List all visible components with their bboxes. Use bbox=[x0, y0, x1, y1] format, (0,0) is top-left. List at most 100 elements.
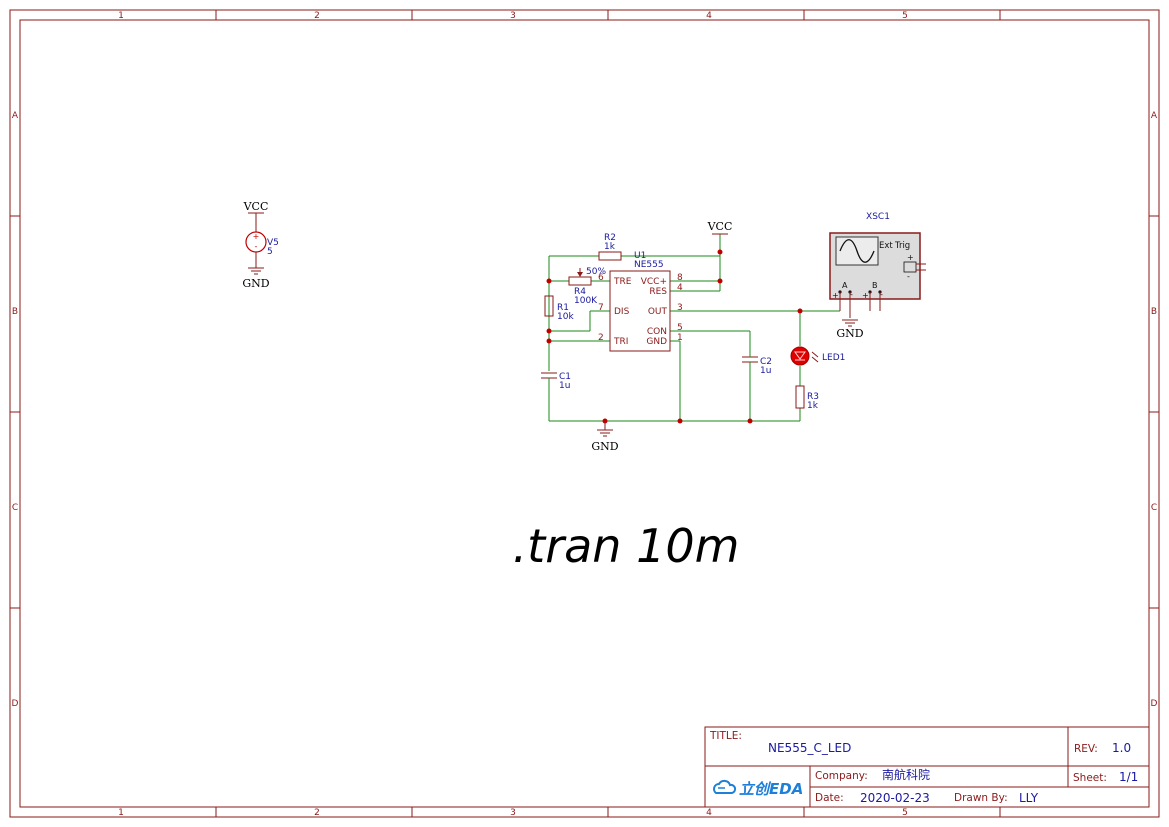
title-value: NE555_C_LED bbox=[768, 741, 851, 755]
column-label-top: 3 bbox=[510, 11, 516, 21]
wires bbox=[548, 234, 851, 422]
c1-ref: C1 bbox=[559, 372, 571, 382]
c2-capacitor[interactable]: C2 1u bbox=[742, 354, 772, 376]
pin-name-out: OUT bbox=[648, 307, 668, 317]
r3-resistor[interactable]: R3 1k bbox=[795, 385, 819, 411]
wiper-arrow-icon bbox=[577, 272, 583, 277]
junction-dot bbox=[717, 278, 723, 284]
row-label-left: D bbox=[12, 699, 19, 709]
xsc1-oscilloscope[interactable]: XSC1 Ext Trig + - A B + - + - GND bbox=[829, 212, 926, 340]
gnd-net-label: GND bbox=[836, 327, 863, 340]
pin-name-tri: TRI bbox=[613, 337, 628, 347]
row-label-right: A bbox=[1151, 111, 1158, 121]
u1-ref: U1 bbox=[634, 251, 646, 261]
svg-text:+: + bbox=[253, 232, 260, 241]
c1-capacitor[interactable]: C1 1u bbox=[541, 371, 571, 421]
column-ticks bbox=[215, 10, 1001, 817]
sheet-label: Sheet: bbox=[1073, 772, 1107, 784]
column-label-top: 4 bbox=[706, 11, 712, 21]
vcc-power-port: VCC bbox=[707, 220, 733, 235]
column-label-top: 2 bbox=[314, 11, 320, 21]
c2-ref: C2 bbox=[760, 357, 772, 367]
r4-ref: R4 bbox=[574, 287, 586, 297]
row-label-right: B bbox=[1151, 307, 1157, 317]
vcc-net-label: VCC bbox=[243, 200, 269, 213]
row-ticks bbox=[10, 215, 1159, 609]
xsc1-ref: XSC1 bbox=[866, 212, 890, 222]
led-icon bbox=[790, 346, 810, 366]
row-label-left: A bbox=[12, 111, 19, 121]
resistor-body-icon bbox=[795, 385, 805, 409]
gnd-power-port: GND bbox=[591, 421, 619, 453]
r2-resistor[interactable]: R2 1k bbox=[598, 233, 622, 261]
resistor-body-icon bbox=[598, 251, 622, 261]
row-labels: A B C D A B C D bbox=[12, 111, 1158, 709]
svg-text:-: - bbox=[880, 290, 883, 299]
c1-value: 1u bbox=[559, 381, 570, 391]
column-label-top: 5 bbox=[902, 11, 908, 21]
u1-ne555-timer[interactable]: U1 NE555 TRE DIS TRI VCC+ RES OUT CON GN… bbox=[598, 251, 683, 352]
r4-wiper-position: 50% bbox=[586, 267, 606, 277]
row-label-left: B bbox=[12, 307, 18, 317]
pin-num-gnd: 1 bbox=[677, 333, 683, 343]
r3-ref: R3 bbox=[807, 392, 819, 402]
column-label-bottom: 4 bbox=[706, 808, 712, 818]
junction-dot bbox=[546, 328, 552, 334]
pin-name-gnd: GND bbox=[646, 337, 667, 347]
channel-b-label: B bbox=[872, 281, 878, 290]
drawn-by-label: Drawn By: bbox=[954, 792, 1008, 804]
v5-ref: V5 bbox=[267, 238, 279, 248]
scope-trig-label: Trig bbox=[894, 241, 910, 251]
led1-diode[interactable]: LED1 bbox=[790, 346, 845, 366]
junction-dot bbox=[546, 338, 552, 344]
r4-value: 100K bbox=[574, 296, 598, 306]
pin-num-out: 3 bbox=[677, 303, 683, 313]
pin-num-tre: 6 bbox=[598, 273, 604, 283]
gnd-net-label: GND bbox=[242, 277, 269, 290]
svg-text:-: - bbox=[255, 242, 258, 251]
simulation-directive[interactable]: .tran 10m bbox=[513, 519, 740, 573]
rev-value: 1.0 bbox=[1112, 741, 1131, 755]
r4-potentiometer[interactable]: 50% R4 100K bbox=[568, 267, 606, 306]
r3-value: 1k bbox=[807, 401, 819, 411]
inner-border bbox=[19, 19, 1150, 808]
row-label-left: C bbox=[12, 503, 18, 513]
r1-value: 10k bbox=[557, 312, 574, 322]
u1-value: NE555 bbox=[634, 260, 664, 270]
junction-dot bbox=[717, 249, 723, 255]
junctions bbox=[546, 249, 803, 424]
pin-name-dis: DIS bbox=[614, 307, 630, 317]
pin-num-tri: 2 bbox=[598, 333, 604, 343]
company-label: Company: bbox=[815, 770, 868, 782]
scope-ext-label: Ext bbox=[879, 241, 893, 251]
junction-dot bbox=[797, 308, 803, 314]
column-label-bottom: 3 bbox=[510, 808, 516, 818]
pin-name-con: CON bbox=[647, 327, 667, 337]
date-label: Date: bbox=[815, 792, 844, 804]
row-label-right: D bbox=[1151, 699, 1158, 709]
junction-dot bbox=[677, 418, 683, 424]
svg-text:+: + bbox=[862, 291, 869, 300]
drawn-by-value: LLY bbox=[1019, 791, 1039, 805]
column-label-bottom: 1 bbox=[118, 808, 124, 818]
pin-num-con: 5 bbox=[677, 323, 683, 333]
r1-resistor[interactable]: R1 10k bbox=[544, 295, 574, 322]
sine-wave-icon bbox=[839, 239, 875, 263]
company-value: 南航科院 bbox=[882, 767, 930, 782]
led1-ref: LED1 bbox=[822, 353, 845, 363]
row-label-right: C bbox=[1151, 503, 1157, 513]
ic-body bbox=[609, 270, 671, 352]
pin-num-dis: 7 bbox=[598, 303, 604, 313]
v5-voltage-source[interactable]: VCC + - GND V5 5 bbox=[242, 200, 279, 290]
rev-label: REV: bbox=[1074, 743, 1098, 755]
outer-border bbox=[9, 9, 1160, 818]
light-ray-icon bbox=[811, 351, 819, 358]
channel-a-label: A bbox=[842, 281, 848, 290]
r2-value: 1k bbox=[604, 242, 616, 252]
title-block: TITLE: NE555_C_LED REV: 1.0 Company: 南航科… bbox=[704, 726, 1150, 808]
title-label: TITLE: bbox=[709, 730, 742, 742]
column-labels: 1 2 3 4 5 1 2 3 4 5 bbox=[118, 11, 908, 818]
gnd-net-label: GND bbox=[591, 440, 618, 453]
pin-num-vcc: 8 bbox=[677, 273, 683, 283]
vcc-net-label: VCC bbox=[707, 220, 733, 233]
